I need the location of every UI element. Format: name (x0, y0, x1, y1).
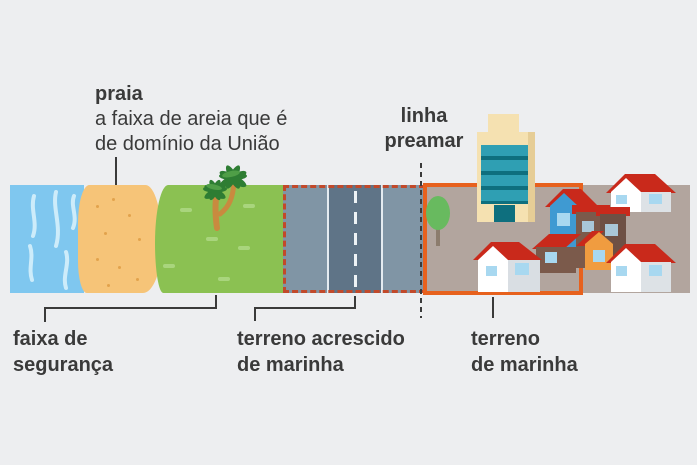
road-center-dashed-line (354, 191, 357, 287)
connector-acrescido-vertical-right (354, 296, 356, 309)
praia-note-heading: praia (95, 83, 143, 105)
connector-faixa-vertical-left (44, 307, 46, 322)
connector-faixa-vertical-right (215, 295, 217, 309)
connector-acrescido-vertical-left (254, 307, 256, 321)
sand-speckle (96, 205, 99, 208)
terreno-acrescido-label-line1: terreno acrescido (237, 328, 405, 350)
sand-speckle (118, 266, 121, 269)
beach-sand-zone (78, 185, 162, 293)
road-lane-line-right (381, 185, 383, 293)
linha-preamar-label-line1: linha (400, 105, 448, 127)
faixa-seguranca-label-line2: segurança (13, 354, 114, 376)
linha-preamar-dashed-line (420, 163, 422, 318)
terreno-acrescido-label-line2: de marinha (237, 354, 344, 376)
praia-note-line2: de domínio da União (95, 133, 280, 155)
praia-note-line1: a faixa de areia que é (95, 108, 288, 130)
terreno-marinha-outline (423, 183, 583, 295)
sand-speckle (107, 284, 110, 287)
sand-speckle (136, 278, 139, 281)
terreno-acrescido-label: terreno acrescido de marinha (237, 326, 405, 378)
terreno-acrescido-dashed-outline (283, 185, 425, 293)
connector-praia (115, 157, 117, 185)
sand-speckle (104, 232, 107, 235)
grass-tuft (238, 246, 250, 250)
grass-tuft (180, 208, 192, 212)
grass-tuft (206, 237, 218, 241)
connector-faixa-horizontal (44, 307, 217, 309)
terreno-marinha-label: terreno de marinha (471, 326, 578, 378)
sea-zone (10, 185, 84, 293)
faixa-seguranca-label-line1: faixa de (13, 328, 88, 350)
faixa-seguranca-label: faixa de segurança (13, 326, 113, 378)
praia-note: praia a faixa de areia que é de domínio … (95, 82, 287, 157)
connector-acrescido-horizontal (254, 307, 356, 309)
grass-tuft (243, 204, 255, 208)
road-lane-line-left (327, 185, 329, 293)
grass-tuft (163, 264, 175, 268)
sand-speckle (112, 198, 115, 201)
sand-speckle (138, 238, 141, 241)
terreno-marinha-label-line2: de marinha (471, 354, 578, 376)
sand-speckle (96, 258, 99, 261)
sand-speckle (128, 214, 131, 217)
linha-preamar-label: linha preamar (374, 104, 474, 154)
connector-marinha (492, 297, 494, 318)
terreno-marinha-label-line1: terreno (471, 328, 540, 350)
grass-tuft (218, 277, 230, 281)
linha-preamar-label-line2: preamar (384, 130, 464, 152)
